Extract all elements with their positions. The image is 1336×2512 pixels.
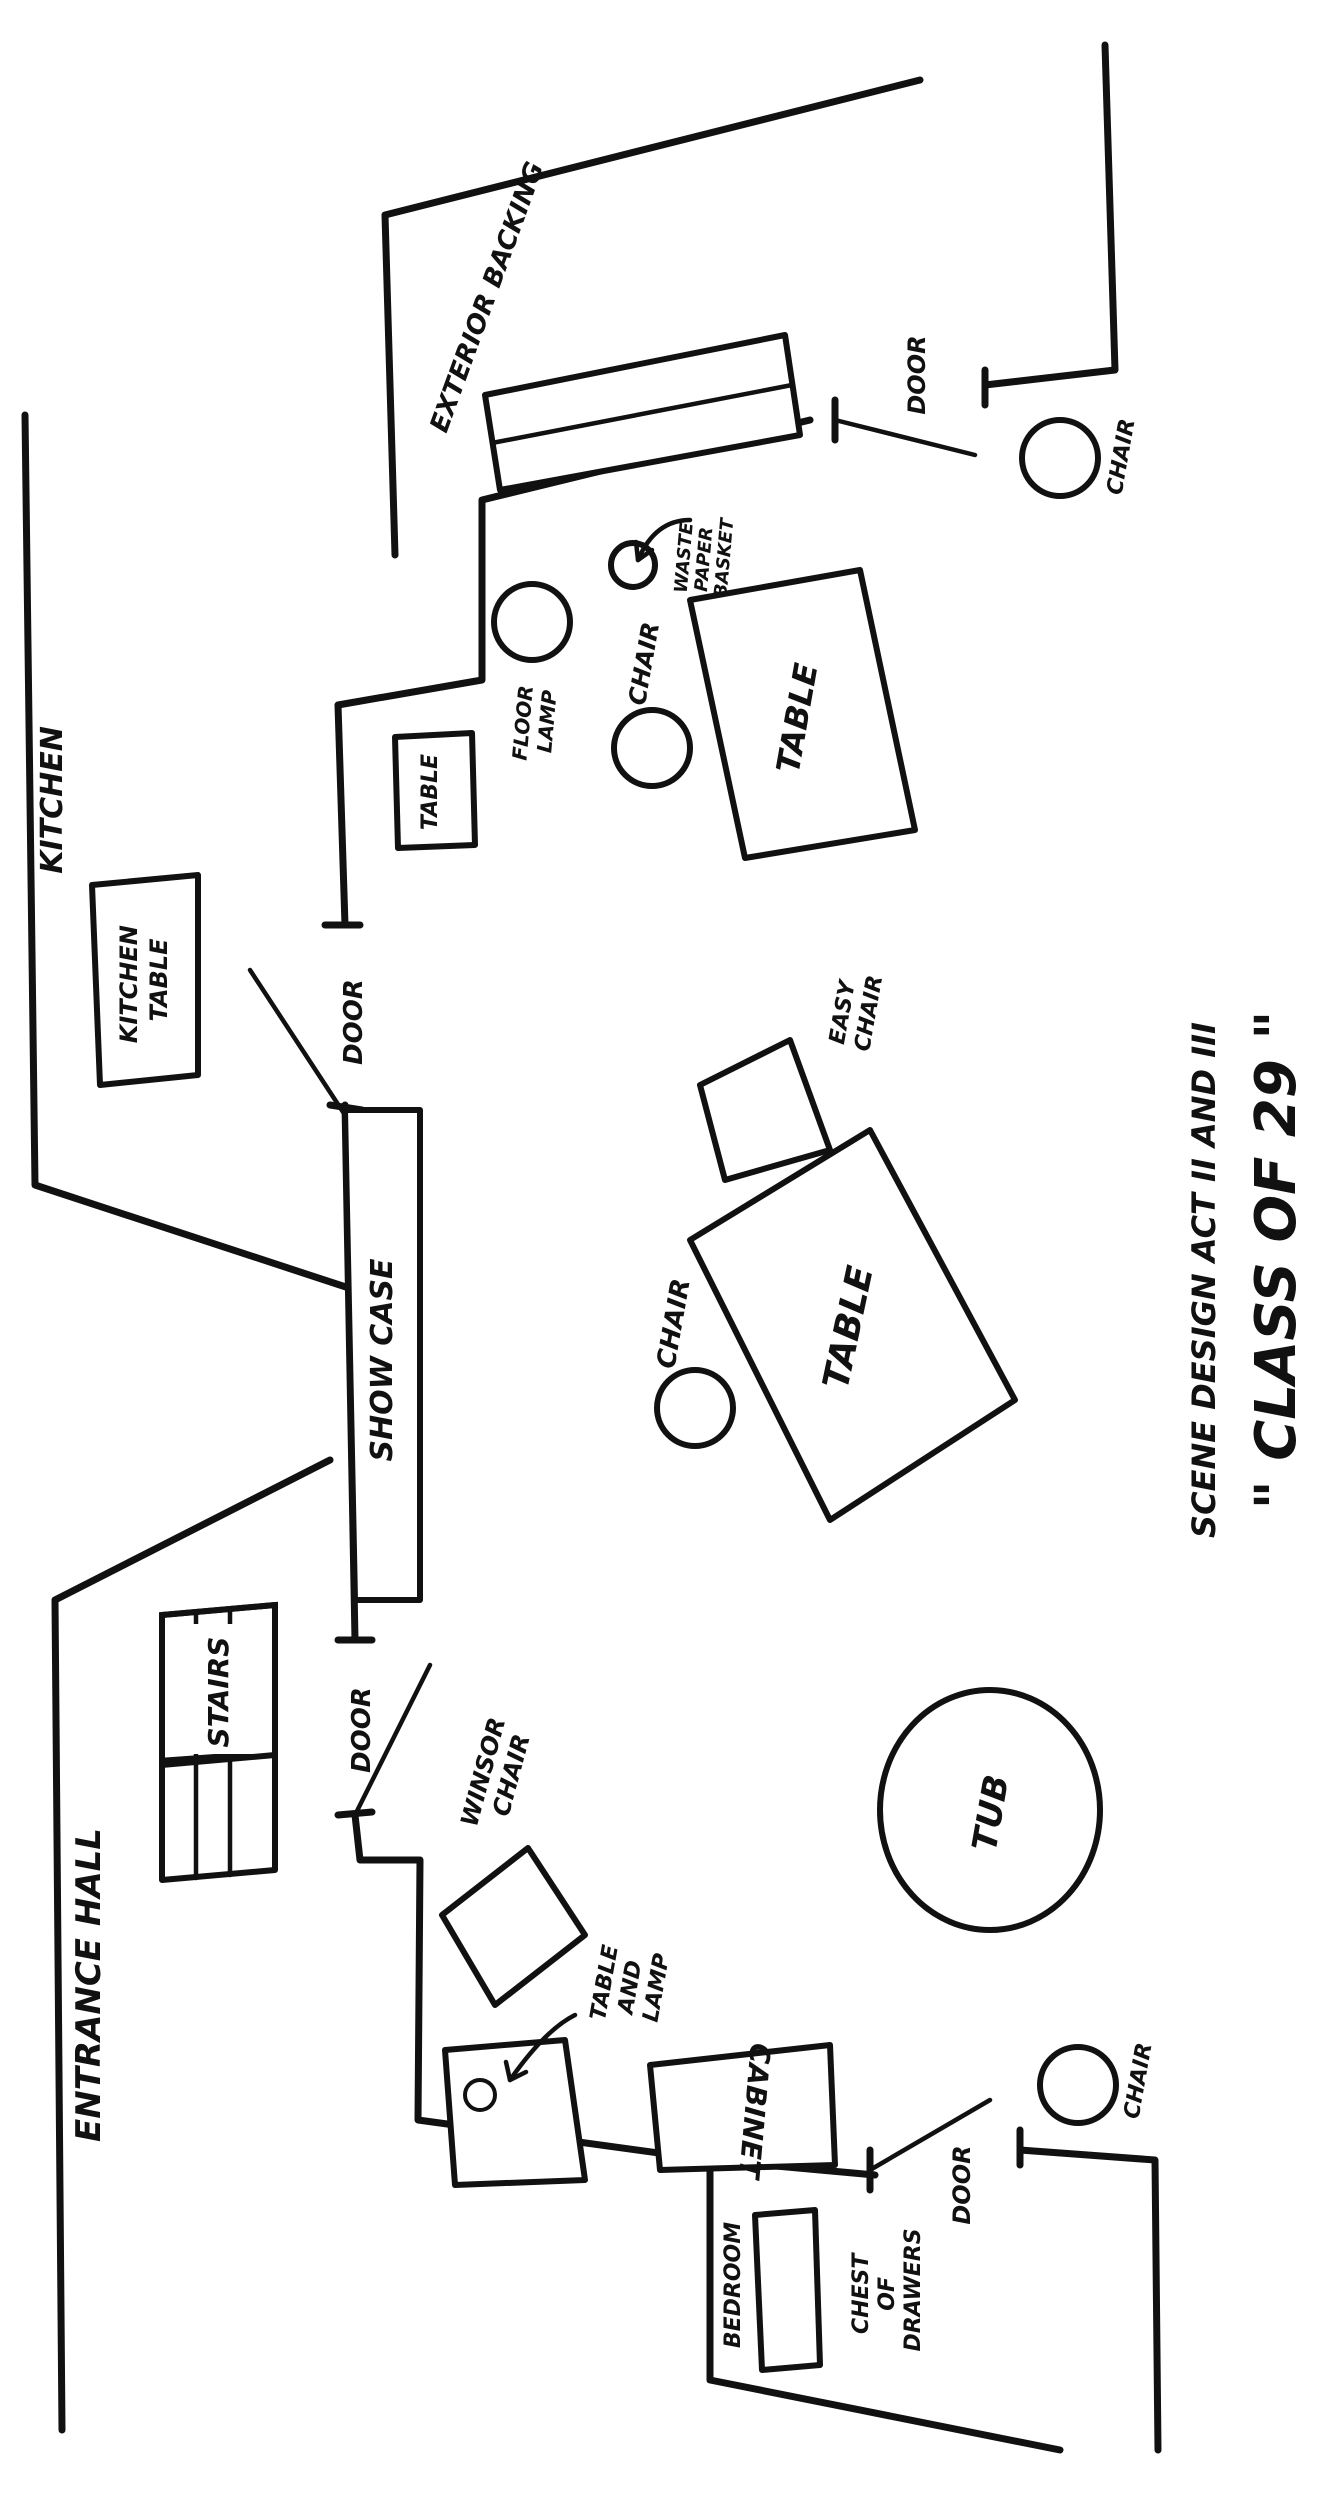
chest-label-1: CHEST: [849, 2252, 874, 2334]
svg-text:WINSOR CHAIR: WINSOR CHAIR: [455, 1706, 540, 1836]
center-chair-label: CHAIR: [651, 1276, 696, 1371]
svg-text:WASTE PAPER BASKET: WASTE PAPER BASKET: [671, 512, 739, 598]
small-table-label: TABLE: [418, 754, 443, 830]
top-right-chair-label: CHAIR: [1103, 417, 1141, 497]
caption-line-1: SCENE DESIGN ACT II AND III: [1185, 1022, 1223, 1538]
waste-paper-basket: WASTE PAPER BASKET: [608, 512, 739, 598]
chest-label-3: DRAWERS: [901, 2228, 926, 2351]
exterior-door-label: DOOR: [903, 335, 931, 414]
winsor-chair: WINSOR CHAIR: [439, 1706, 588, 2008]
exterior-platform: [482, 332, 803, 493]
bedroom-door-label: DOOR: [948, 2145, 976, 2224]
waste-label-3: BASKET: [710, 516, 738, 598]
right-chair: CHAIR: [611, 620, 693, 789]
svg-text:CHEST OF DRAWERS: CHEST OF DRAWERS: [849, 2228, 926, 2351]
svg-text:FLOOR LAMP: FLOOR LAMP: [507, 677, 562, 763]
caption-line-2: " CLASS OF 29 ": [1244, 1011, 1309, 1510]
stairs-label: STAIRS: [202, 1637, 235, 1748]
cabinet: CABINET: [647, 2042, 838, 2182]
easy-chair: EASY CHAIR: [697, 969, 889, 1183]
svg-text:EASY CHAIR: EASY CHAIR: [825, 969, 889, 1053]
kitchen-table-label-2: TABLE: [145, 938, 173, 1022]
show-case: SHOW CASE: [342, 1107, 423, 1603]
kitchen-door-label: DOOR: [339, 979, 369, 1065]
floor-lamp-label-2: LAMP: [532, 689, 561, 754]
kitchen-wall: [21, 411, 359, 1294]
table-and-lamp-label-3: LAMP: [639, 1952, 676, 2024]
bottom-right-chair-label: CHAIR: [1120, 2041, 1158, 2121]
small-table: TABLE: [392, 730, 478, 851]
bedroom-door-swing: [867, 2097, 993, 2173]
right-chair-label: CHAIR: [623, 620, 665, 707]
svg-text:KITCHEN TABLE: KITCHEN TABLE: [115, 917, 173, 1043]
svg-text:TABLE AND LAMP: TABLE AND LAMP: [586, 1935, 676, 2031]
bottom-right-chair: CHAIR: [1037, 2041, 1158, 2126]
kitchen-label: KITCHEN: [35, 726, 70, 874]
entrance-hall-label: ENTRANCE HALL: [69, 1828, 109, 2142]
entrance-hall-wall: [51, 1456, 334, 2434]
right-table: TABLE: [687, 567, 918, 861]
bedroom-label: BEDROOM: [721, 2222, 746, 2348]
hall-door-label: DOOR: [347, 1687, 377, 1773]
top-right-chair: CHAIR: [1019, 417, 1141, 499]
show-case-label: SHOW CASE: [365, 1258, 400, 1462]
chest-of-drawers: CHEST OF DRAWERS: [752, 2207, 926, 2373]
kitchen-table: KITCHEN TABLE: [89, 872, 201, 1088]
floor-lamp: FLOOR LAMP: [491, 581, 573, 763]
exterior-door-swing: [832, 417, 978, 458]
hall-door-jamb-2: [334, 1808, 376, 1819]
exterior-backing-wall: [381, 76, 924, 559]
kitchen-door-swing: [247, 967, 348, 1118]
hall-door-swing: [352, 1662, 433, 1818]
center-table: TABLE: [687, 1127, 1018, 1523]
bedroom-wall: [706, 2156, 1064, 2454]
tub: TUB: [877, 1687, 1103, 1933]
stairs: STAIRS: [159, 1601, 278, 1883]
top-right-wall: [981, 41, 1119, 389]
table-and-lamp: TABLE AND LAMP: [442, 1935, 676, 2188]
kitchen-table-label-1: KITCHEN: [115, 925, 143, 1043]
chest-label-2: OF: [875, 2277, 900, 2311]
bottom-right-wall: [1016, 2146, 1162, 2454]
